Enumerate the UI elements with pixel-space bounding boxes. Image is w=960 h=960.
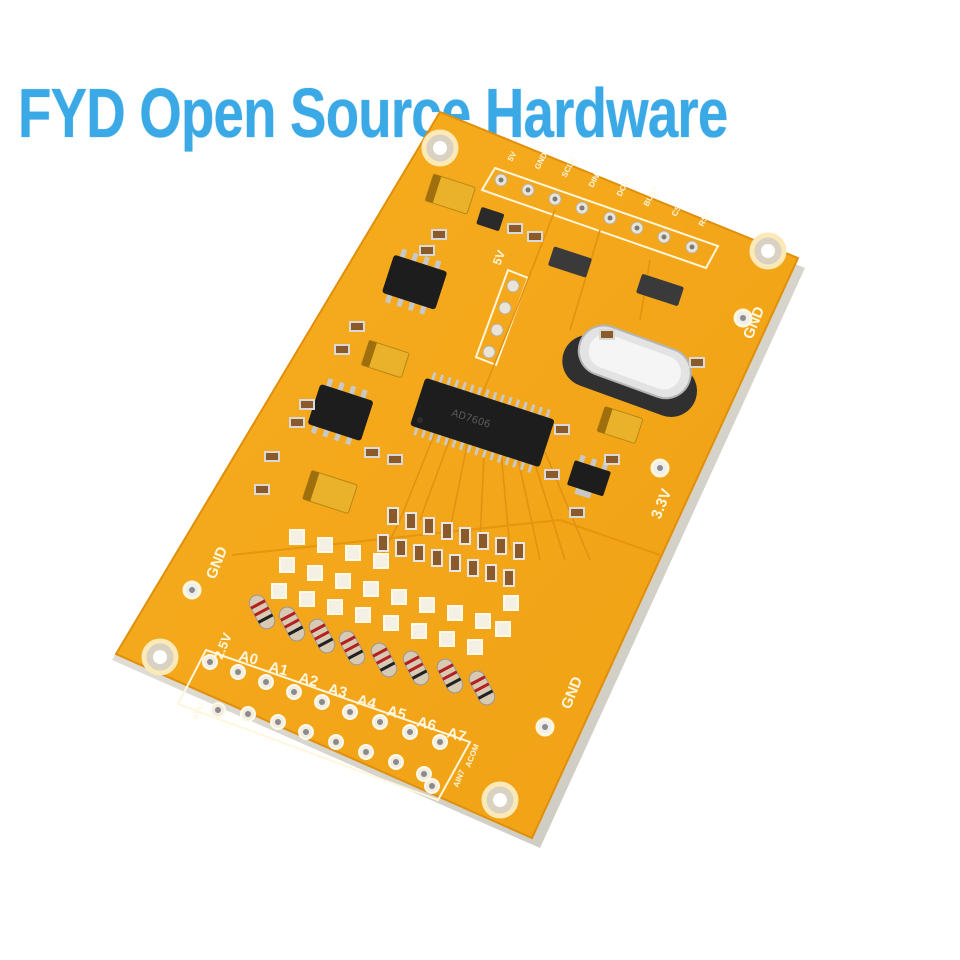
channel-label-a2: A2 <box>297 669 320 690</box>
op-amp-chip-2 <box>308 378 373 446</box>
header-label-5v: 5V <box>506 149 519 162</box>
channel-label-a0: A0 <box>237 647 260 668</box>
input-resistors <box>248 594 496 706</box>
smd-passives <box>254 223 705 518</box>
label-5v: 5V <box>490 248 508 267</box>
pin-header-mid: 5V <box>474 248 530 367</box>
adc-chip: AD7606 <box>410 371 555 473</box>
op-amp-chip-1 <box>382 248 447 315</box>
channel-label-a5: A5 <box>385 702 408 723</box>
channel-label-a4: A4 <box>355 691 379 713</box>
resistor-network-1 <box>548 246 592 278</box>
gnd-pads <box>182 308 753 737</box>
brand-watermark: FYD Open Source Hardware <box>18 58 928 168</box>
analog-input-header <box>176 648 472 802</box>
resistor-network-2 <box>636 274 684 306</box>
tantalum-caps <box>302 173 644 514</box>
channel-label-a1: A1 <box>267 658 290 679</box>
brand-text: FYD Open Source Hardware <box>18 74 728 152</box>
resistor-row-top <box>377 507 525 587</box>
channel-label-a3: A3 <box>326 680 349 701</box>
traces <box>379 209 651 561</box>
channel-label-a6: A6 <box>415 713 438 734</box>
transistor <box>476 207 504 231</box>
mounting-holes <box>141 129 787 819</box>
label-ain-left: AIN1 <box>191 700 206 721</box>
channel-label-a7: A7 <box>445 724 468 745</box>
board-top <box>114 110 800 840</box>
crystal <box>562 324 698 417</box>
pad-grid <box>271 529 519 655</box>
